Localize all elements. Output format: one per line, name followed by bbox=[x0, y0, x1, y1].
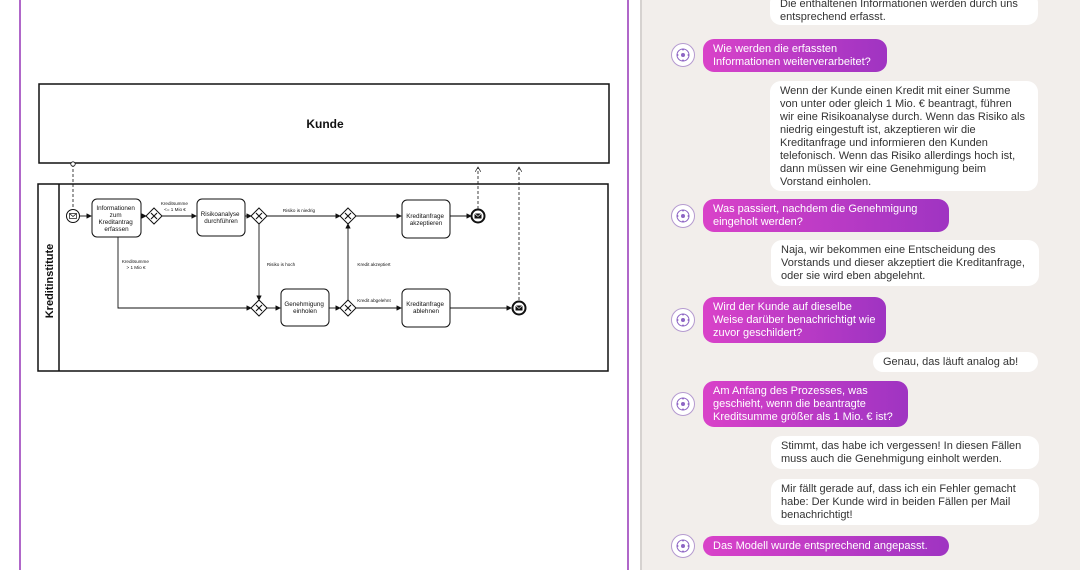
task-approval-line: einholen bbox=[293, 308, 317, 315]
label-risk-low: Risiko is niedrig bbox=[283, 208, 316, 213]
user-message: Die enthaltenen Informationen werden dur… bbox=[770, 0, 1038, 25]
label-sum-high: Kreditsumme bbox=[122, 259, 150, 264]
assistant-icon bbox=[676, 209, 690, 223]
gateway-merge-accept[interactable] bbox=[339, 207, 357, 225]
assistant-avatar bbox=[671, 534, 695, 558]
gateway-decision[interactable] bbox=[339, 299, 357, 317]
assistant-avatar bbox=[671, 43, 695, 67]
assistant-message: Am Anfang des Prozesses, was geschieht, … bbox=[703, 381, 908, 427]
label-sum-low: Kreditsumme bbox=[161, 201, 189, 206]
pool-kunde-title: Kunde bbox=[306, 117, 344, 131]
label-declined: Kredit abgelehnt bbox=[357, 298, 391, 303]
task-accept[interactable]: Kreditanfrage akzeptieren bbox=[401, 199, 451, 239]
pool-kunde[interactable] bbox=[38, 83, 610, 164]
label-sum-high: > 1 Mio € bbox=[126, 265, 145, 270]
assistant-message: Wie werden die erfassten Informationen w… bbox=[703, 39, 887, 72]
assistant-message: Was passiert, nachdem die Genehmigung ei… bbox=[703, 199, 949, 232]
task-risk-analysis[interactable]: Risikoanalyse durchführen bbox=[196, 198, 246, 237]
task-reject[interactable]: Kreditanfrage ablehnen bbox=[401, 288, 451, 328]
flow-sum-high[interactable] bbox=[117, 237, 252, 311]
user-message: Naja, wir bekommen eine Entscheidung des… bbox=[771, 240, 1039, 286]
assistant-message: Wird der Kunde auf dieselbe Weise darübe… bbox=[703, 297, 886, 343]
gateway-merge-approval[interactable] bbox=[250, 299, 268, 317]
task-approval-line: Genehmigung bbox=[284, 301, 324, 308]
task-capture-line: zum bbox=[110, 212, 122, 219]
assistant-icon bbox=[676, 397, 690, 411]
panel-divider[interactable] bbox=[640, 0, 642, 570]
svg-text:Genehmigung einholen: Genehmigung einholen bbox=[284, 301, 325, 315]
svg-text:Kreditanfrage akzeptie: Kreditanfrage akzeptieren bbox=[406, 213, 446, 227]
assistant-icon bbox=[676, 539, 690, 553]
task-capture-line: erfassen bbox=[104, 226, 129, 233]
user-message: Genau, das läuft analog ab! bbox=[873, 352, 1038, 372]
label-risk-high: Risiko is hoch bbox=[267, 262, 296, 267]
pool-kreditinstitute-title: Kreditinstitute bbox=[44, 244, 56, 319]
chat-panel[interactable]: Die enthaltenen Informationen werden dur… bbox=[642, 0, 1080, 570]
start-event-message[interactable] bbox=[66, 209, 80, 223]
canvas-frame-left bbox=[19, 0, 21, 570]
task-risk-line: durchführen bbox=[204, 218, 238, 225]
task-accept-line: akzeptieren bbox=[410, 220, 443, 227]
svg-text:Risikoanalyse durchfüh: Risikoanalyse durchführen bbox=[201, 211, 242, 225]
task-accept-line: Kreditanfrage bbox=[406, 213, 444, 220]
bpmn-diagram: Kunde Kreditinstitute bbox=[37, 83, 610, 372]
task-risk-line: Risikoanalyse bbox=[201, 211, 240, 218]
task-reject-line: ablehnen bbox=[413, 308, 439, 315]
model-canvas[interactable]: Kunde Kreditinstitute bbox=[0, 0, 642, 570]
assistant-avatar bbox=[671, 204, 695, 228]
task-reject-line: Kreditanfrage bbox=[406, 301, 444, 308]
message-flow-source-dot bbox=[70, 161, 76, 167]
gateway-risk-check[interactable] bbox=[250, 207, 268, 225]
assistant-avatar bbox=[671, 392, 695, 416]
assistant-icon bbox=[676, 313, 690, 327]
user-message: Wenn der Kunde einen Kredit mit einer Su… bbox=[770, 81, 1038, 191]
end-event-reject[interactable] bbox=[511, 300, 527, 316]
task-capture[interactable]: Informationen zum Kreditantrag erfassen bbox=[91, 198, 142, 238]
task-approval[interactable]: Genehmigung einholen bbox=[280, 288, 330, 327]
assistant-avatar bbox=[671, 308, 695, 332]
gateway-sum-check[interactable] bbox=[145, 207, 163, 225]
assistant-message: Das Modell wurde entsprechend angepasst. bbox=[703, 536, 949, 556]
svg-text:Kreditsumme > 1 Mio €: Kreditsumme > 1 Mio € bbox=[122, 259, 150, 270]
end-event-accept[interactable] bbox=[470, 208, 486, 224]
assistant-icon bbox=[676, 48, 690, 62]
svg-text:Kreditsumme <= 1 Mio €: Kreditsumme <= 1 Mio € bbox=[161, 201, 189, 212]
user-message: Mir fällt gerade auf, dass ich ein Fehle… bbox=[771, 479, 1039, 525]
label-sum-low: <= 1 Mio € bbox=[164, 207, 186, 212]
user-message: Stimmt, das habe ich vergessen! In diese… bbox=[771, 436, 1039, 469]
canvas-frame-right bbox=[627, 0, 629, 570]
label-approved: Kredit akzeptiert bbox=[357, 262, 391, 267]
svg-text:Kreditanfrage ablehnen: Kreditanfrage ablehnen bbox=[406, 301, 446, 315]
svg-text:Informationen zum: Informationen zum Kreditantrag erfassen bbox=[96, 205, 136, 233]
task-capture-line: Informationen bbox=[96, 205, 135, 212]
task-capture-line: Kreditantrag bbox=[98, 219, 133, 226]
